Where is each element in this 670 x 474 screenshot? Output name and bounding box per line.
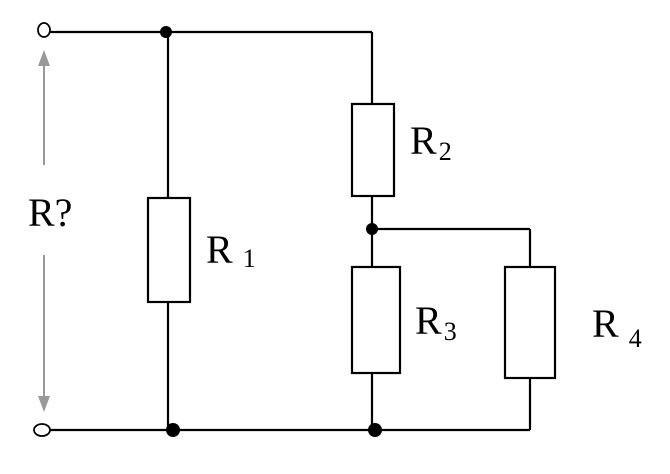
terminal-top xyxy=(37,22,51,38)
junction-dot-bottom-left xyxy=(166,423,180,437)
junction-dot-mid xyxy=(366,223,378,235)
question-label: R? xyxy=(28,190,72,235)
label-r2-index: 2 xyxy=(439,137,452,166)
terminal-bottom xyxy=(33,423,51,437)
label-r3: R3 xyxy=(415,298,457,346)
junction-dot-top xyxy=(160,26,172,38)
wires xyxy=(50,30,532,432)
label-r1-letter: R xyxy=(206,227,233,272)
resistor-r2 xyxy=(350,102,396,198)
junction-dot-bottom-right xyxy=(368,423,382,437)
label-r3-letter: R xyxy=(415,298,442,343)
measurement-arrow-up xyxy=(38,50,50,165)
label-r3-index: 3 xyxy=(444,317,457,346)
resistor-r3 xyxy=(350,265,402,375)
label-r4-index: 4 xyxy=(629,324,642,353)
label-r4-letter: R xyxy=(592,301,619,346)
label-r2-letter: R xyxy=(410,118,437,163)
label-r1-index: 1 xyxy=(243,244,256,273)
label-r2: R2 xyxy=(410,118,452,166)
resistor-r4 xyxy=(503,265,557,380)
measurement-arrow-down xyxy=(38,255,50,412)
resistor-r1 xyxy=(146,196,192,304)
